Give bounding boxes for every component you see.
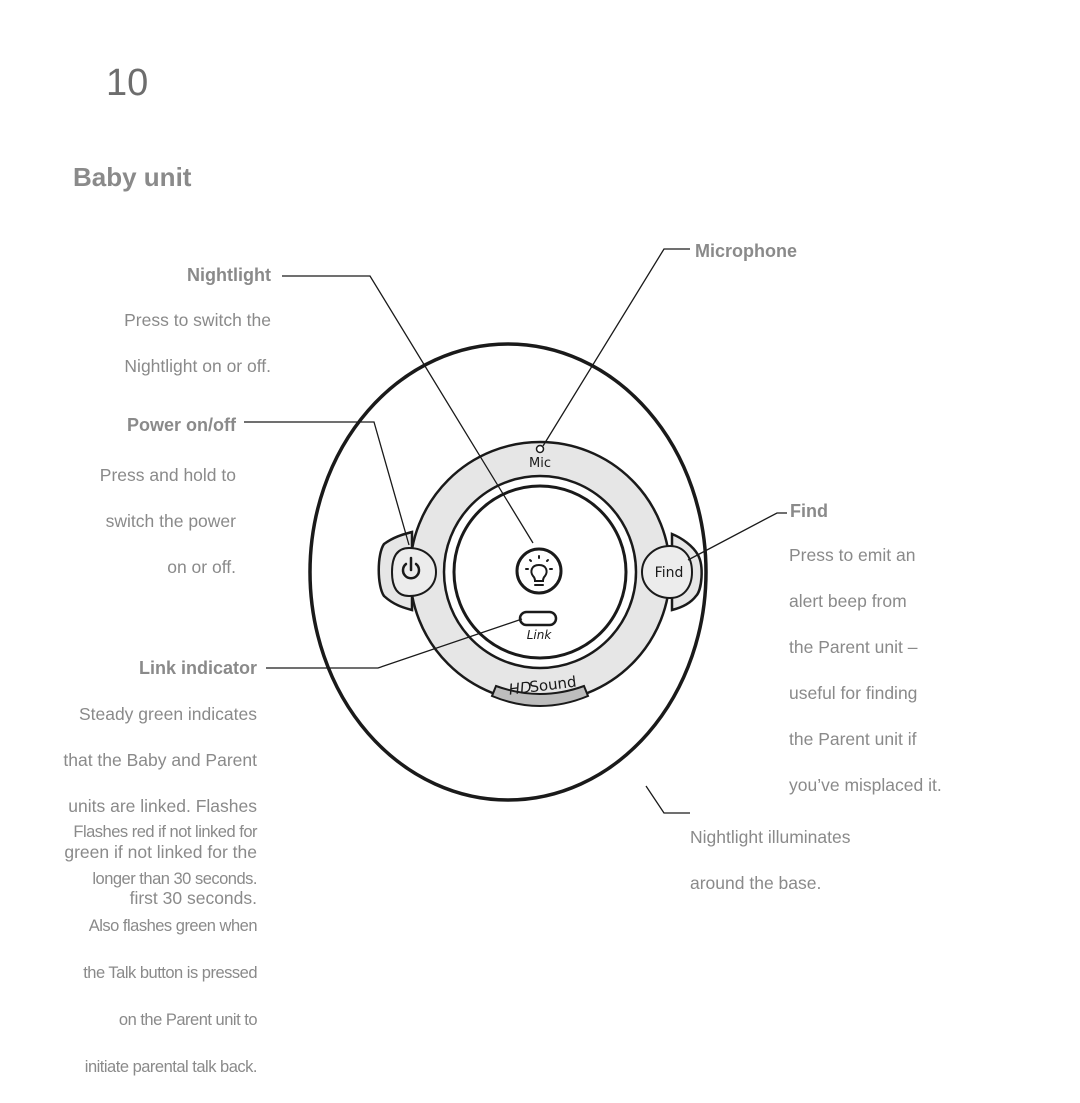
link-line: Also flashes green when xyxy=(88,916,258,935)
baby-unit-diagram: Mic Find Link HD Sound xyxy=(244,248,787,814)
sound-label: Sound xyxy=(528,673,577,697)
link-line: first 30 seconds. xyxy=(129,888,257,908)
nightlight-line: Press to switch the xyxy=(124,310,271,330)
power-line: switch the power xyxy=(105,511,236,531)
nightlight-leader xyxy=(282,275,534,544)
find-line: you’ve misplaced it. xyxy=(789,775,942,795)
find-line: the Parent unit if xyxy=(789,729,917,749)
microphone-leader xyxy=(542,248,690,447)
power-description: Press and hold to switch the power on or… xyxy=(20,441,236,602)
power-line: Press and hold to xyxy=(99,465,236,485)
nightlight-line: Nightlight on or off. xyxy=(124,356,271,376)
link-line: longer than 30 seconds. xyxy=(92,869,257,888)
base-line: Nightlight illuminates xyxy=(690,827,851,847)
link-line: on the Parent unit to xyxy=(118,1010,258,1029)
link-title: Link indicator xyxy=(138,658,257,678)
power-button xyxy=(390,546,438,598)
power-icon xyxy=(401,556,421,580)
power-leader xyxy=(244,421,410,546)
base-description: Nightlight illuminates around the base. xyxy=(690,803,950,918)
lightbulb-icon xyxy=(525,555,553,586)
microphone-hole xyxy=(535,444,545,454)
nightlight-button xyxy=(515,547,563,595)
hd-label: HD xyxy=(508,678,533,699)
link-label: Link xyxy=(527,628,553,642)
link-line: units are linked. Flashes xyxy=(68,796,257,816)
base-leader xyxy=(645,785,690,814)
link-line: that the Baby and Parent xyxy=(63,750,257,770)
power-line: on or off. xyxy=(167,557,236,577)
hd-sound-logo: HD Sound xyxy=(508,673,578,699)
link-description: Steady green indicates that the Baby and… xyxy=(10,680,257,933)
find-title: Find xyxy=(790,501,828,521)
find-leader xyxy=(687,512,787,561)
leader-lines xyxy=(244,248,787,814)
find-line: alert beep from xyxy=(789,591,907,611)
nightlight-title: Nightlight xyxy=(187,265,271,285)
link-line: Flashes red if not linked for xyxy=(73,822,257,841)
microphone-title: Microphone xyxy=(695,241,797,261)
link-line: Steady green indicates xyxy=(78,704,257,724)
find-label: Find xyxy=(655,565,684,581)
link-description-extra: Flashes red if not linked for longer tha… xyxy=(10,797,257,1103)
page-number: 10 xyxy=(106,62,149,104)
find-line: useful for finding xyxy=(789,683,918,703)
link-line: initiate parental talk back. xyxy=(84,1057,258,1076)
find-line: Press to emit an xyxy=(789,545,916,565)
section-title: Baby unit xyxy=(73,162,192,192)
mic-label: Mic xyxy=(529,456,551,471)
link-line: green if not linked for the xyxy=(64,842,257,862)
find-line: the Parent unit – xyxy=(789,637,918,657)
base-line: around the base. xyxy=(690,873,822,893)
power-title: Power on/off xyxy=(127,415,236,435)
hd-sound-tab xyxy=(490,684,590,707)
link-indicator-light xyxy=(518,610,558,627)
nightlight-description: Press to switch the Nightlight on or off… xyxy=(30,286,271,401)
link-leader xyxy=(266,618,523,669)
link-line: the Talk button is pressed xyxy=(83,963,257,982)
find-description: Press to emit an alert beep from the Par… xyxy=(789,521,1029,820)
